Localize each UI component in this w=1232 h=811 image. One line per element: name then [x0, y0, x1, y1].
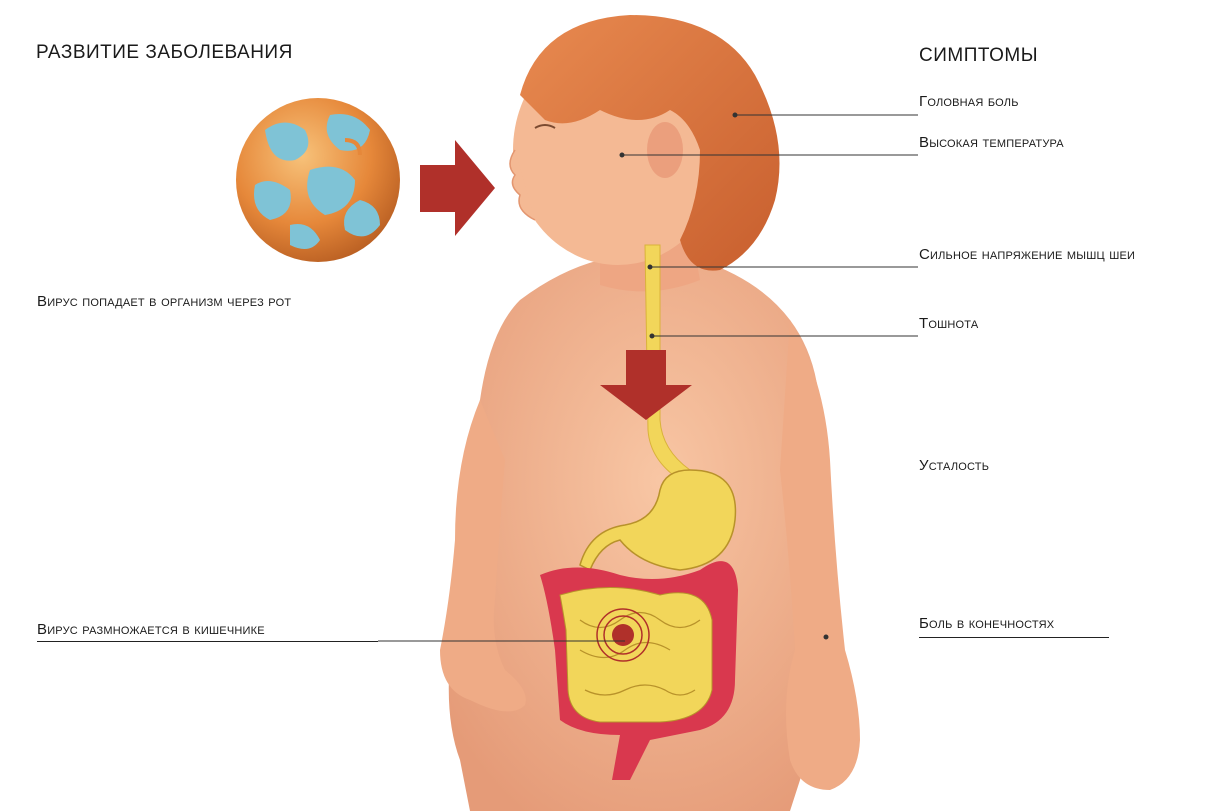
small-intestine	[560, 588, 712, 723]
virus-particle	[236, 98, 400, 262]
symptom-neck-stiffness: Сильное напряжение мышц шеи	[919, 246, 1135, 263]
entry-arrow	[420, 140, 495, 236]
heading-symptoms: СИМПТОМЫ	[919, 45, 1038, 67]
heading-disease-development: РАЗВИТИЕ ЗАБОЛЕВАНИЯ	[36, 42, 293, 64]
caption-multiply-underline	[37, 641, 378, 642]
symptom-headache: Головная боль	[919, 93, 1019, 110]
limb-pain-underline	[919, 637, 1109, 638]
symptom-limb-pain: Боль в конечностях	[919, 615, 1054, 632]
caption-virus-entry: Вирус попадает в организм через рот	[37, 293, 291, 310]
caption-virus-multiply: Вирус размножается в кишечнике	[37, 621, 265, 638]
symptom-high-fever: Высокая температура	[919, 134, 1064, 151]
symptom-fatigue: Усталость	[919, 457, 989, 474]
symptom-nausea: Тошнота	[919, 315, 978, 332]
